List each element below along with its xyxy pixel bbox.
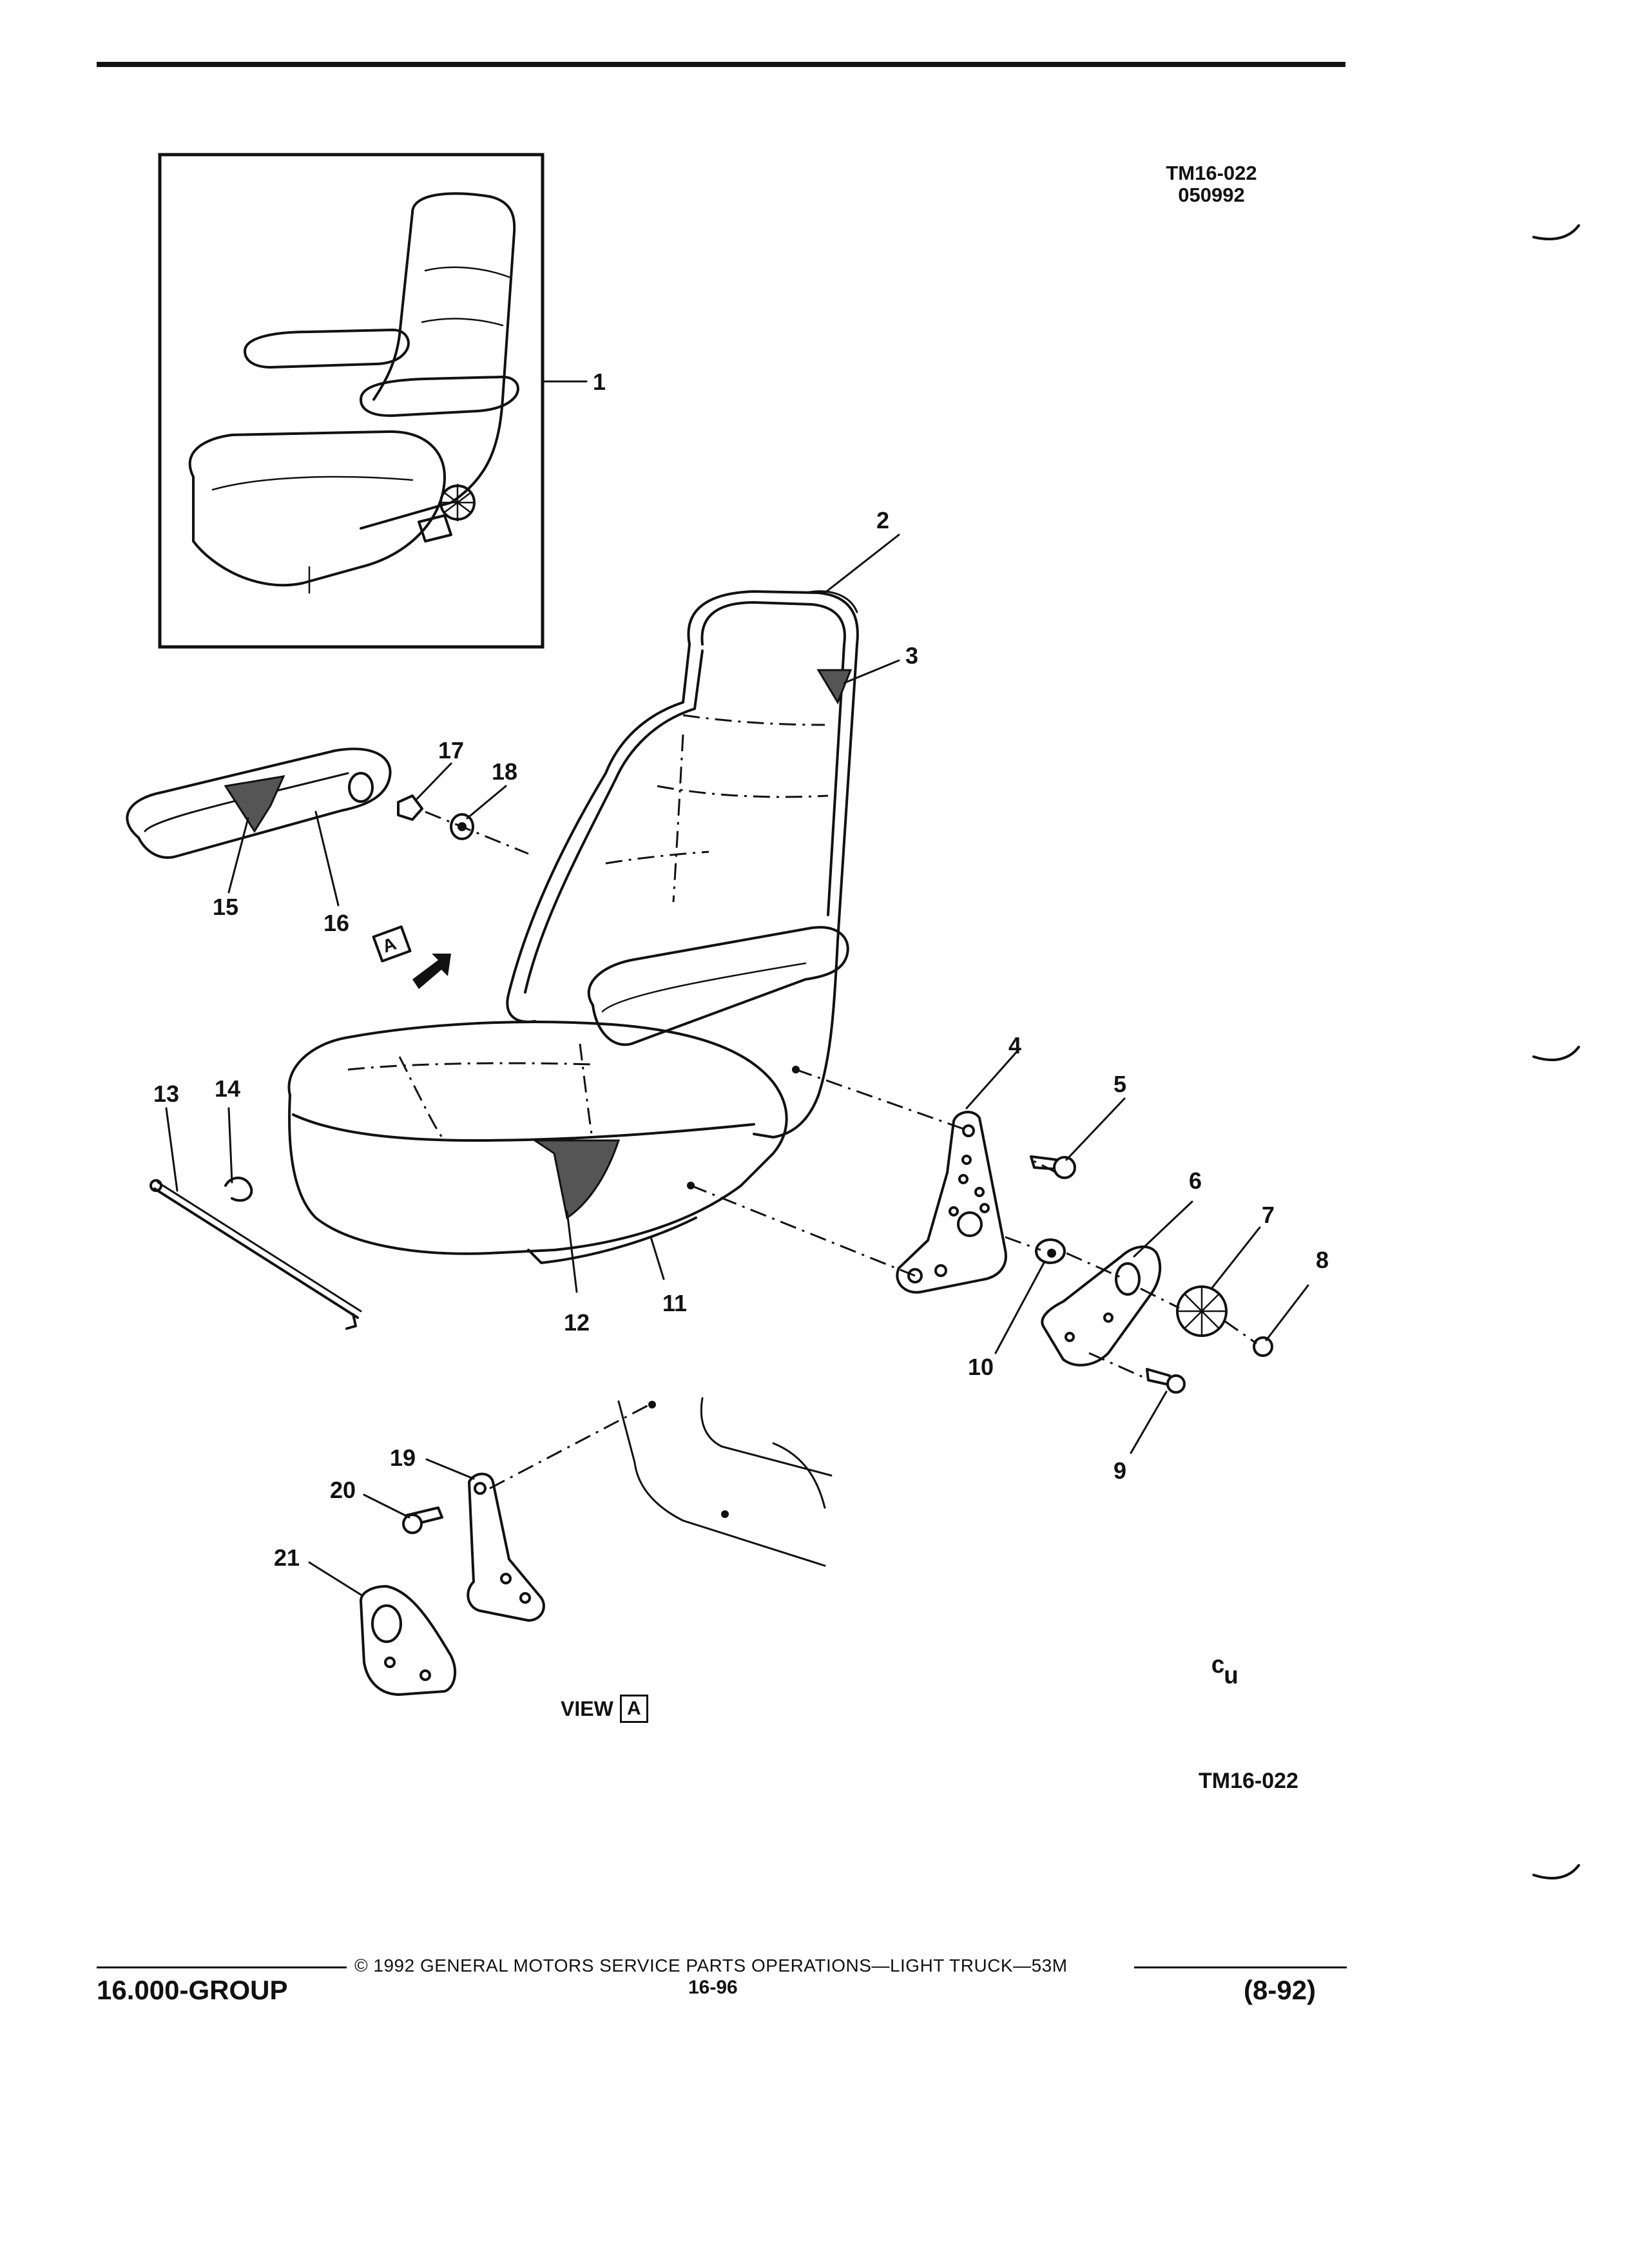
footer-copyright: © 1992 GENERAL MOTORS SERVICE PARTS OPER… bbox=[354, 1956, 1068, 1975]
callout-6: 6 bbox=[1189, 1168, 1202, 1194]
callout-12: 12 bbox=[564, 1309, 590, 1336]
inset-seat-illustration bbox=[188, 192, 519, 594]
view-label-text: VIEW bbox=[561, 1696, 613, 1720]
callout-16: 16 bbox=[323, 910, 350, 936]
footer-page-number: 16-96 bbox=[688, 1977, 738, 1998]
callout-4: 4 bbox=[1008, 1032, 1022, 1059]
callout-13: 13 bbox=[153, 1081, 180, 1107]
callout-3: 3 bbox=[905, 642, 919, 669]
view-label-letter: A bbox=[619, 1695, 648, 1723]
callout-7: 7 bbox=[1262, 1202, 1275, 1228]
footer-rule-left bbox=[97, 1966, 347, 1968]
armrest-axis bbox=[425, 811, 529, 855]
armrest-part bbox=[126, 747, 474, 859]
callout-18: 18 bbox=[492, 758, 518, 785]
ref-date: 050992 bbox=[1178, 184, 1245, 206]
callout-20: 20 bbox=[330, 1477, 356, 1503]
callout-15: 15 bbox=[213, 894, 239, 920]
recliner-bracket bbox=[896, 1111, 1273, 1394]
main-seat-illustration bbox=[287, 590, 859, 1264]
callout-8: 8 bbox=[1316, 1247, 1329, 1273]
inset-frame bbox=[158, 153, 545, 649]
figure-ref-code: TM16-022 050992 bbox=[1153, 162, 1269, 206]
callout-11: 11 bbox=[662, 1290, 688, 1316]
footer-rule-right bbox=[1134, 1966, 1347, 1968]
view-a-detail bbox=[360, 1397, 833, 1696]
footer-date-code: (8-92) bbox=[1244, 1975, 1316, 2005]
figure-code: TM16-022 bbox=[1199, 1769, 1298, 1793]
callout-2: 2 bbox=[876, 507, 890, 533]
callout-9: 9 bbox=[1113, 1457, 1127, 1484]
ref-code: TM16-022 bbox=[1166, 162, 1257, 184]
header-rule bbox=[97, 62, 1345, 67]
callout-10: 10 bbox=[968, 1354, 994, 1380]
callout-19: 19 bbox=[390, 1445, 416, 1471]
leader-lines bbox=[165, 533, 1309, 1596]
cu-mark: ᶜᵤ bbox=[1211, 1650, 1238, 1689]
footer-group: 16.000-GROUP bbox=[97, 1975, 288, 2005]
view-a-label: VIEW A bbox=[561, 1695, 648, 1723]
callout-5: 5 bbox=[1113, 1071, 1127, 1097]
callout-21: 21 bbox=[274, 1544, 300, 1571]
callout-14: 14 bbox=[215, 1075, 241, 1102]
callout-1: 1 bbox=[593, 369, 606, 395]
callout-17: 17 bbox=[438, 737, 465, 764]
